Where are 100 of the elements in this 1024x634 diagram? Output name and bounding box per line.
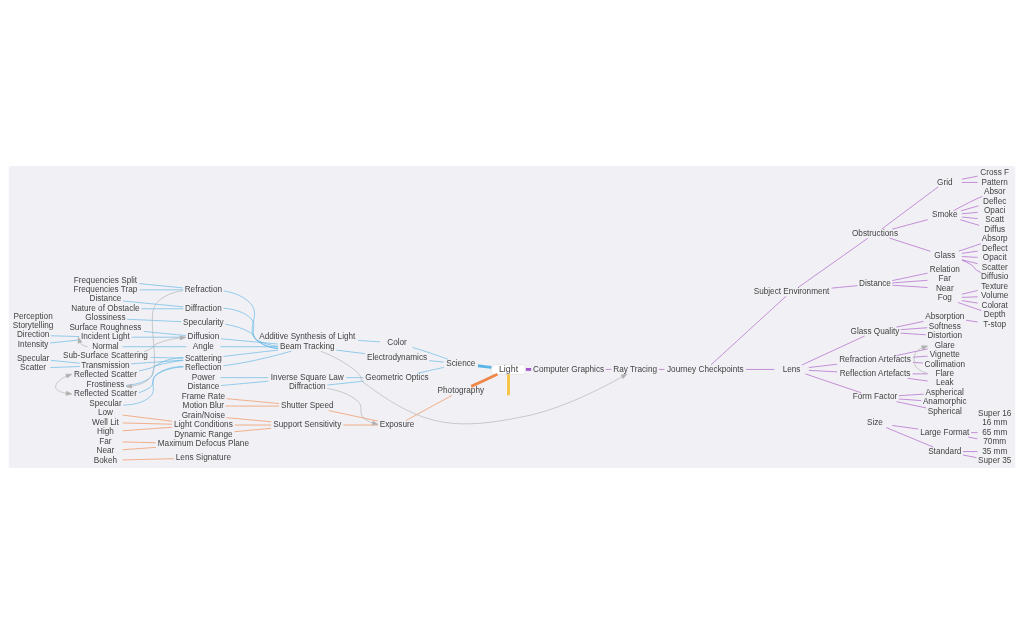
connector bbox=[801, 335, 865, 366]
connector bbox=[892, 280, 928, 284]
connector bbox=[970, 432, 978, 433]
connector bbox=[961, 256, 978, 258]
connector bbox=[889, 237, 931, 252]
connector bbox=[50, 335, 80, 337]
connector bbox=[417, 367, 445, 374]
connector bbox=[122, 422, 173, 425]
connector bbox=[960, 205, 979, 212]
connector bbox=[891, 425, 919, 430]
node-box: Light bbox=[491, 364, 526, 375]
connector bbox=[150, 357, 184, 359]
arrow bbox=[77, 336, 89, 347]
connector bbox=[525, 368, 532, 371]
connector bbox=[808, 370, 838, 373]
connector bbox=[605, 369, 612, 370]
connector bbox=[900, 332, 926, 336]
connector bbox=[957, 302, 982, 311]
connector bbox=[953, 196, 983, 212]
connector bbox=[122, 426, 173, 432]
connector bbox=[138, 360, 184, 372]
connector bbox=[898, 398, 922, 401]
connector bbox=[961, 212, 978, 215]
connector bbox=[912, 355, 928, 358]
connector bbox=[138, 366, 184, 393]
connector bbox=[507, 374, 510, 396]
connector bbox=[961, 250, 978, 254]
arrow bbox=[913, 345, 928, 374]
connector bbox=[892, 272, 928, 281]
connector bbox=[234, 428, 272, 432]
connector bbox=[122, 447, 157, 451]
connector bbox=[122, 458, 175, 461]
connector bbox=[961, 290, 978, 295]
connector bbox=[141, 308, 184, 310]
connector bbox=[223, 307, 279, 349]
connector bbox=[126, 318, 182, 323]
connector bbox=[122, 346, 187, 347]
connector bbox=[49, 366, 81, 368]
connector bbox=[898, 393, 925, 397]
connector bbox=[961, 182, 978, 183]
connector bbox=[710, 295, 787, 366]
connector bbox=[965, 319, 978, 323]
connector bbox=[223, 350, 292, 367]
connector bbox=[336, 349, 366, 354]
connector bbox=[891, 219, 929, 230]
connector bbox=[50, 360, 80, 364]
connector bbox=[886, 427, 934, 448]
connector bbox=[225, 323, 279, 347]
connector bbox=[327, 380, 365, 386]
connector bbox=[345, 377, 364, 378]
connector bbox=[223, 349, 279, 357]
connector bbox=[358, 340, 381, 343]
connector bbox=[961, 259, 982, 274]
arrow bbox=[55, 373, 73, 396]
connector bbox=[896, 321, 924, 328]
connector bbox=[470, 372, 499, 388]
arrow bbox=[326, 388, 379, 426]
connector bbox=[658, 369, 665, 370]
connector bbox=[961, 216, 978, 219]
connector bbox=[961, 259, 978, 264]
connector bbox=[122, 414, 173, 422]
connector bbox=[226, 417, 272, 423]
connector bbox=[745, 369, 775, 370]
connector bbox=[412, 347, 449, 360]
connector bbox=[220, 338, 279, 345]
connector bbox=[220, 377, 269, 378]
connector bbox=[226, 398, 280, 404]
connector bbox=[328, 410, 379, 422]
connector bbox=[831, 285, 858, 289]
connector bbox=[130, 359, 184, 365]
connector bbox=[881, 186, 939, 230]
connector bbox=[961, 175, 978, 180]
connector bbox=[405, 395, 453, 421]
connector bbox=[477, 364, 492, 369]
connector bbox=[220, 346, 279, 347]
connector bbox=[907, 378, 928, 382]
connector bbox=[805, 373, 862, 394]
connector bbox=[900, 327, 928, 330]
connector bbox=[220, 380, 269, 386]
connector bbox=[892, 284, 928, 288]
connector bbox=[896, 401, 927, 409]
connector bbox=[139, 283, 184, 289]
connector bbox=[125, 357, 184, 386]
connector bbox=[912, 362, 924, 364]
connector bbox=[122, 300, 184, 308]
connector bbox=[122, 441, 157, 444]
connector bbox=[143, 331, 187, 336]
connector bbox=[808, 363, 838, 368]
connector bbox=[139, 289, 184, 291]
connector bbox=[223, 290, 279, 350]
connector bbox=[968, 436, 978, 440]
connector bbox=[798, 237, 869, 288]
arrow bbox=[320, 350, 628, 425]
connector bbox=[49, 339, 80, 344]
connector bbox=[959, 219, 980, 226]
arrow bbox=[125, 290, 184, 389]
connector bbox=[958, 243, 982, 252]
connector bbox=[961, 300, 978, 304]
connector bbox=[962, 451, 978, 452]
arrow bbox=[143, 335, 187, 353]
